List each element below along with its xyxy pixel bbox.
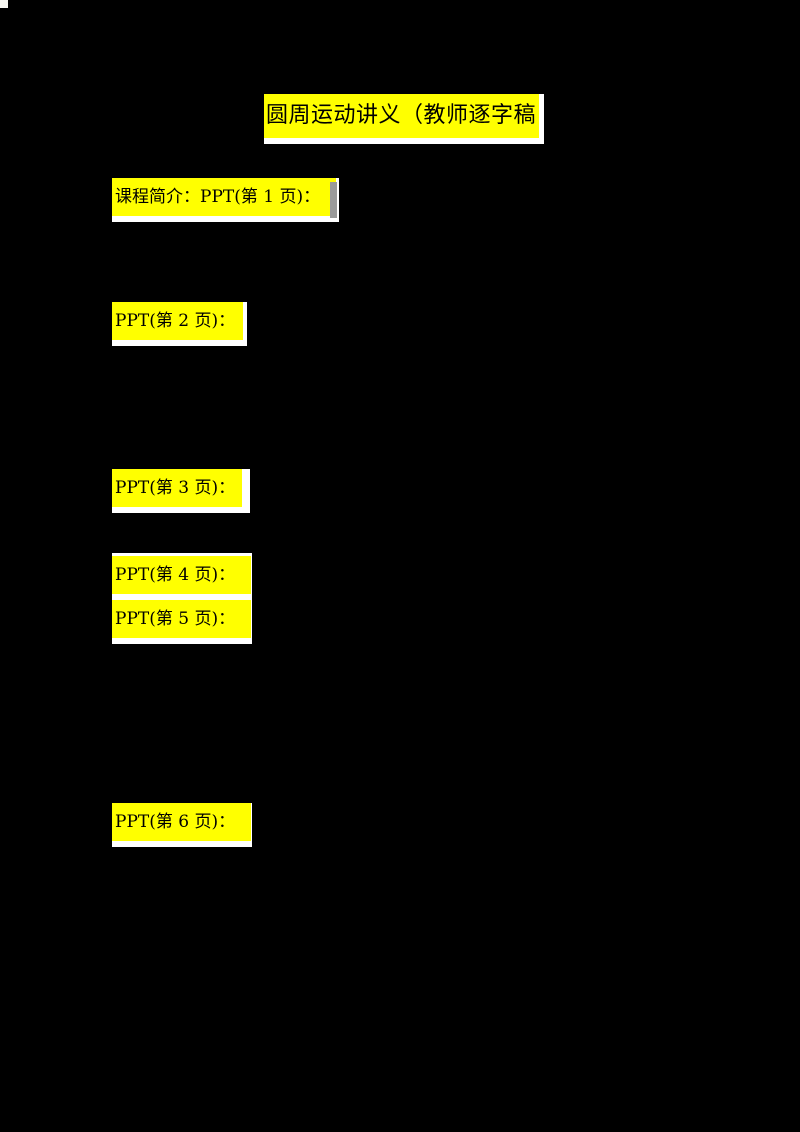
heading-ppt-6: PPT(第 6 页)：	[112, 803, 251, 841]
heading-ppt-2: PPT(第 2 页)：	[112, 302, 243, 340]
ppt-page-5-line: PPT(第 5 页)：	[112, 600, 252, 638]
heading-ppt-4: PPT(第 4 页)：	[112, 556, 251, 594]
clipped-glyph-remnant	[330, 182, 337, 218]
heading-course-intro-ppt-1: 课程简介：PPT(第 1 页)：	[112, 178, 336, 216]
document-title-line: 圆周运动讲义（教师逐字稿	[264, 94, 544, 144]
scan-corner-artifact	[0, 0, 8, 8]
course-intro-line: 课程简介：PPT(第 1 页)：	[112, 178, 339, 222]
ppt-page-4-line: PPT(第 4 页)：	[112, 556, 252, 594]
ppt-page-2-line: PPT(第 2 页)：	[112, 302, 247, 346]
heading-ppt-3: PPT(第 3 页)：	[112, 469, 242, 507]
ppt-page-6-line: PPT(第 6 页)：	[112, 803, 252, 847]
ppt-page-3-line: PPT(第 3 页)：	[112, 469, 250, 513]
page-title: 圆周运动讲义（教师逐字稿	[264, 94, 539, 138]
ppt-pages-4-5-block: PPT(第 4 页)： PPT(第 5 页)：	[112, 553, 252, 644]
heading-ppt-5: PPT(第 5 页)：	[112, 600, 251, 638]
